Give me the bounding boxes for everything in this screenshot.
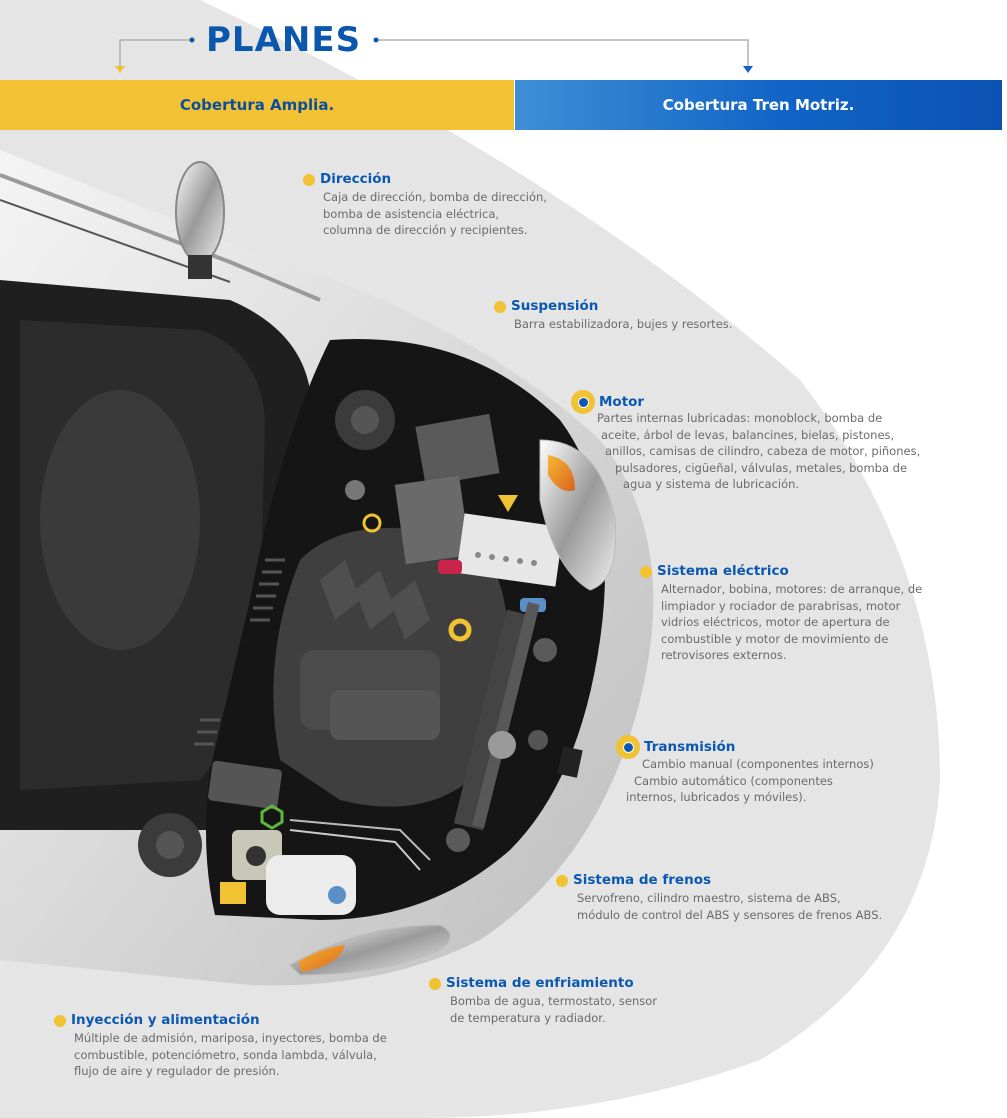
item-transmision: Transmisión Cambio manual (componentes i… bbox=[616, 735, 874, 806]
item-transmision-desc: Cambio manual (componentes internos) Cam… bbox=[626, 757, 874, 804]
plan-amplia-tab[interactable]: Cobertura Amplia. bbox=[0, 80, 514, 130]
item-motor-desc: Partes internas lubricadas: monoblock, b… bbox=[597, 411, 921, 491]
item-suspension: Suspensión Barra estabilizadora, bujes y… bbox=[494, 298, 732, 333]
blue-dot-icon bbox=[616, 735, 640, 759]
item-frenos-desc: Servofreno, cilindro maestro, sistema de… bbox=[577, 891, 883, 922]
item-enfriamiento: Sistema de enfriamiento Bomba de agua, t… bbox=[429, 975, 657, 1026]
page-title: PLANES bbox=[206, 20, 362, 60]
yellow-dot-icon bbox=[494, 300, 506, 313]
yellow-dot-icon bbox=[640, 565, 652, 578]
yellow-dot-icon bbox=[54, 1014, 66, 1027]
yellow-dot-icon bbox=[556, 874, 568, 887]
item-frenos: Sistema de frenos Servofreno, cilindro m… bbox=[556, 872, 882, 923]
plan-amplia-label: Cobertura Amplia. bbox=[179, 96, 335, 114]
blue-dot-icon bbox=[571, 390, 595, 414]
item-suspension-desc: Barra estabilizadora, bujes y resortes. bbox=[514, 317, 733, 331]
plan-tren-motriz-tab[interactable]: Cobertura Tren Motriz. bbox=[515, 80, 1002, 130]
item-electrico: Sistema eléctrico Alternador, bobina, mo… bbox=[640, 563, 922, 664]
item-direccion: Dirección Caja de dirección, bomba de di… bbox=[303, 171, 547, 239]
item-direccion-title: Dirección bbox=[320, 171, 392, 187]
item-frenos-title: Sistema de frenos bbox=[573, 872, 711, 888]
item-electrico-title: Sistema eléctrico bbox=[657, 563, 789, 579]
item-transmision-title: Transmisión bbox=[644, 738, 736, 755]
side-mirror bbox=[175, 161, 225, 263]
item-enfriamiento-desc: Bomba de agua, termostato, sensor de tem… bbox=[450, 994, 658, 1025]
yellow-dot-icon bbox=[429, 977, 441, 990]
item-motor: Motor Partes internas lubricadas: monobl… bbox=[571, 390, 920, 493]
item-electrico-desc: Alternador, bobina, motores: de arranque… bbox=[661, 582, 923, 662]
connector-right bbox=[376, 39, 749, 68]
item-direccion-desc: Caja de dirección, bomba de dirección, b… bbox=[323, 190, 547, 237]
plan-tren-motriz-label: Cobertura Tren Motriz. bbox=[662, 96, 855, 114]
connector-left bbox=[119, 39, 192, 68]
item-motor-title: Motor bbox=[599, 393, 645, 410]
item-inyeccion-desc: Múltiple de admisión, mariposa, inyector… bbox=[74, 1031, 387, 1078]
item-inyeccion: Inyección y alimentación Múltiple de adm… bbox=[54, 1012, 387, 1080]
yellow-dot-icon bbox=[303, 173, 315, 186]
item-inyeccion-title: Inyección y alimentación bbox=[71, 1012, 260, 1028]
item-suspension-title: Suspensión bbox=[511, 298, 599, 314]
item-enfriamiento-title: Sistema de enfriamiento bbox=[446, 975, 634, 991]
